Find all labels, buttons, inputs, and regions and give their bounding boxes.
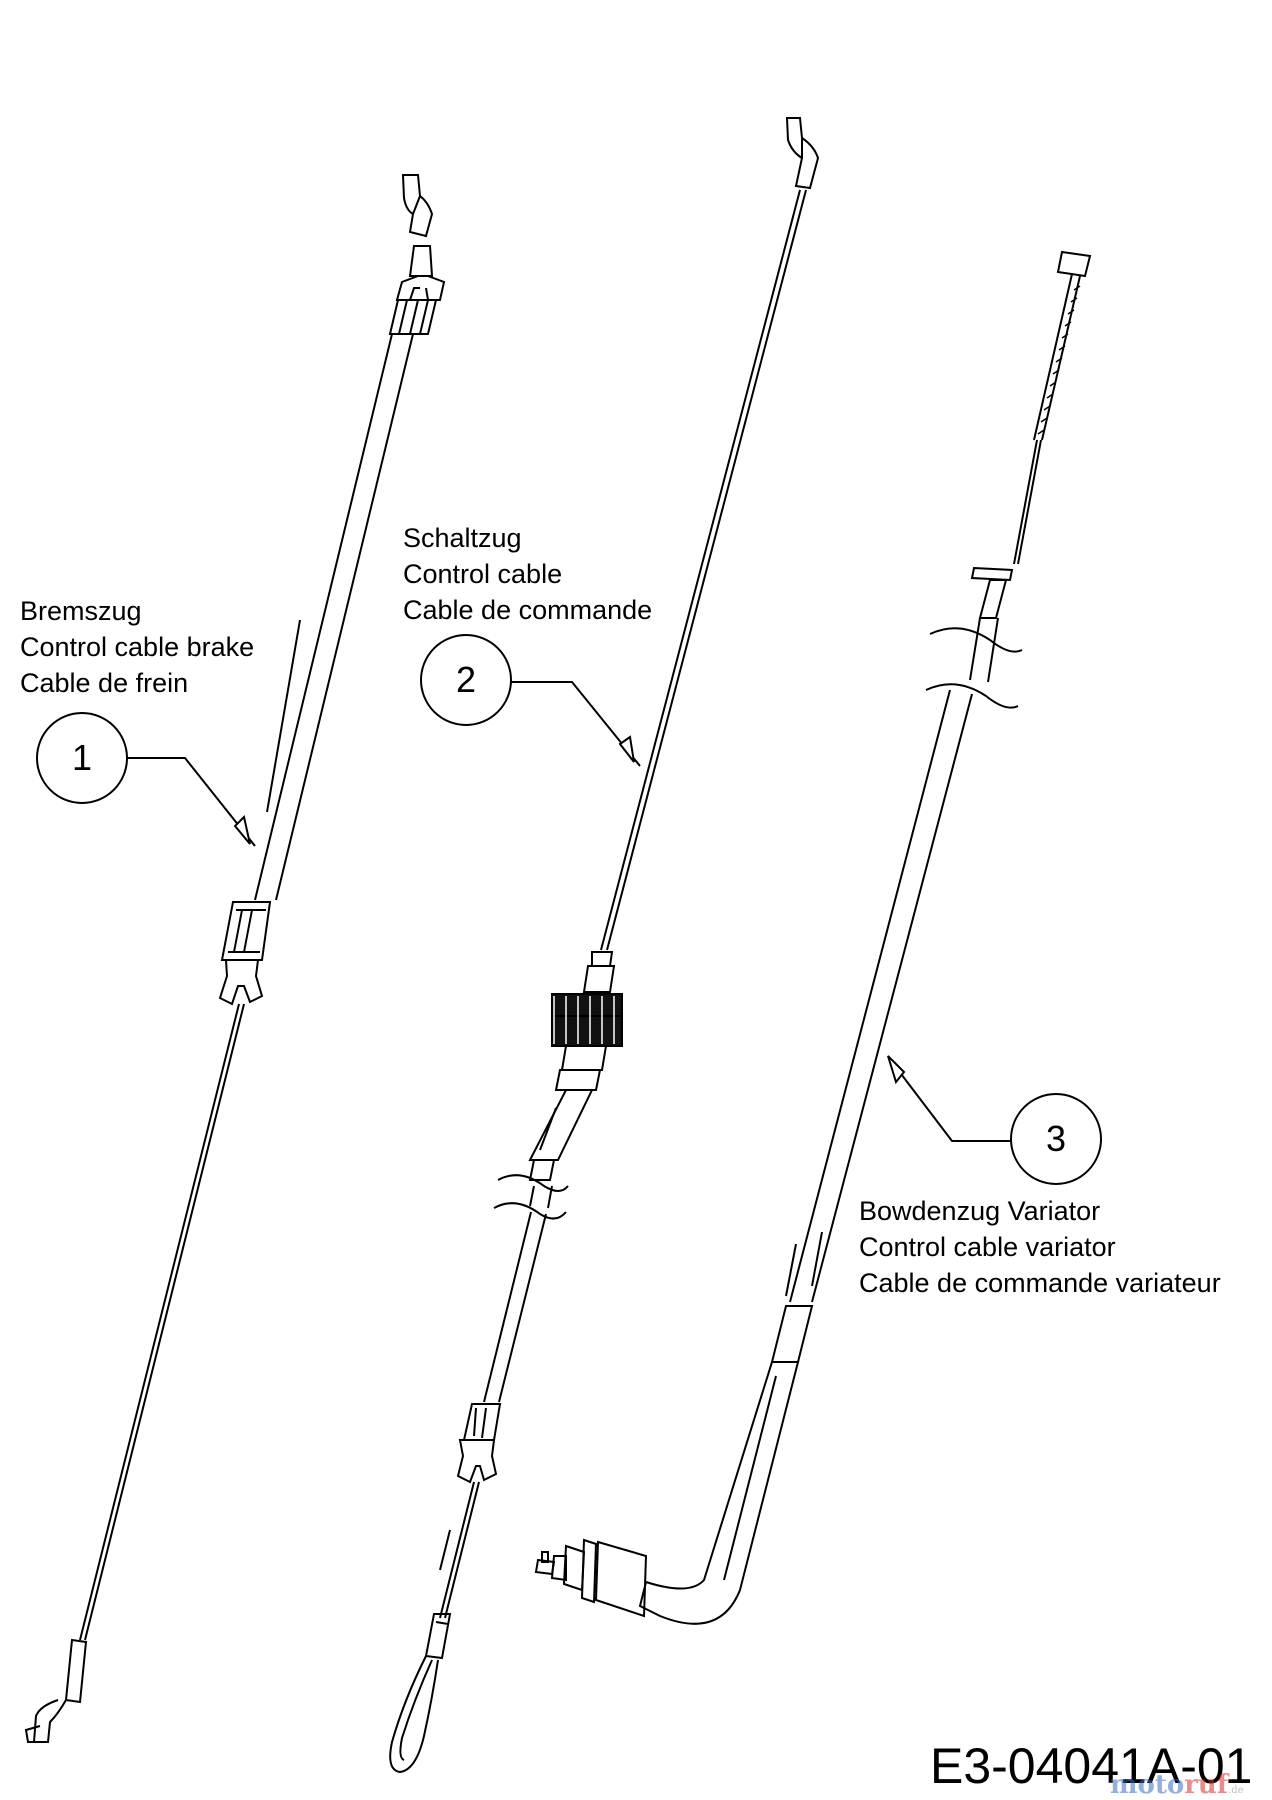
watermark-part-1: moto (1110, 1770, 1185, 1800)
watermark-part-2: ruf (1184, 1770, 1229, 1800)
variator-cable-drawing (536, 252, 1090, 1624)
callout-label-1-fr: Cable de frein (20, 668, 189, 698)
brake-cable-drawing (26, 175, 444, 1742)
watermark-part-3: .de (1228, 1785, 1244, 1796)
callout-label-3-fr: Cable de commande variateur (859, 1268, 1221, 1298)
drawing-code: E3-04041A-01 (930, 1738, 1253, 1794)
callout-number-2: 2 (420, 634, 512, 726)
callout-number-3: 3 (1010, 1093, 1102, 1185)
control-cable-drawing (390, 118, 818, 1772)
callout-label-2-de: Schaltzug (403, 523, 522, 553)
callout-label-1-de: Bremszug (20, 596, 142, 626)
callout-label-2-fr: Cable de commande (403, 595, 653, 625)
watermark-logo: motoruf.de (1110, 1770, 1244, 1800)
callout-label-1-en: Control cable brake (20, 632, 255, 662)
callout-number-1: 1 (36, 712, 128, 804)
callout-label-3-de: Bowdenzug Variator (859, 1196, 1101, 1226)
callout-label-3-en: Control cable variator (859, 1232, 1116, 1262)
callout-label-2-en: Control cable (403, 559, 563, 589)
